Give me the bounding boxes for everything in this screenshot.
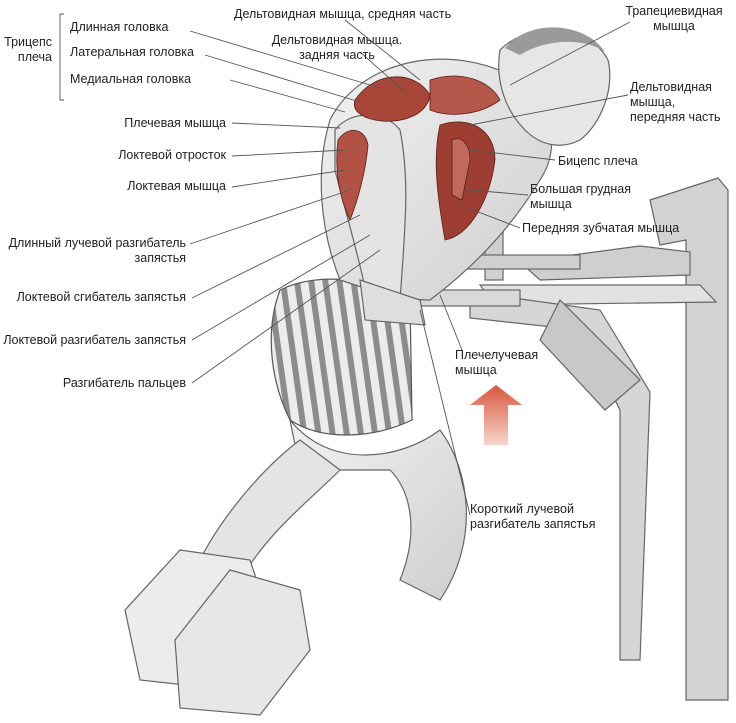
flexor-carpi-ulnaris-label: Локтевой сгибатель запястья [16,290,186,304]
olecranon-label: Локтевой отросток [118,148,226,162]
triceps-muscle [336,130,369,221]
triceps-lateral-head-label: Латеральная головка [70,45,194,59]
pectoralis-major-label: Большая грудная мышца [530,182,632,211]
trapezius-muscle [429,75,501,115]
triceps-title-line2: плеча [17,50,52,64]
deltoid-muscle [353,76,431,122]
trapezius-label: Трапециевидная мышца [625,4,723,33]
triceps-title-line1: Трицепс [4,35,52,49]
triceps-long-head-label: Длинная головка [70,20,169,34]
triceps-title: Трицепс плеча [4,35,52,65]
highlighted-muscles [336,75,501,241]
legs [124,419,467,716]
brachioradialis-label: Плечелучевая мышца [455,348,539,377]
deltoid-rear-label: Дельтовидная мышца. задняя часть [271,33,403,62]
extensor-digitorum-label: Разгибатель пальцев [62,376,186,390]
upward-motion-arrow [470,385,522,445]
serratus-anterior-label: Передняя зубчатая мышца [522,221,680,235]
extensor-carpi-radialis-longus-label: Длинный лучевой разгибатель запястья [8,236,186,265]
biceps-label: Бицепс плеча [558,154,638,168]
brachialis-label: Плечевая мышца [124,116,226,130]
deltoid-front-label: Дельтовидная мышца, передняя часть [630,80,721,124]
extensor-carpi-radialis-brevis-label: Короткий лучевой разгибатель запястья [470,502,596,531]
biceps-muscle [451,138,471,201]
leader-lines [59,13,631,516]
extensor-carpi-ulnaris-label: Локтевой разгибатель запястья [3,333,186,347]
triceps-medial-head-label: Медиальная головка [70,72,192,86]
deltoid-middle-label: Дельтовидная мышца, средняя часть [234,7,452,21]
anconeus-label: Локтевая мышца [127,179,226,193]
